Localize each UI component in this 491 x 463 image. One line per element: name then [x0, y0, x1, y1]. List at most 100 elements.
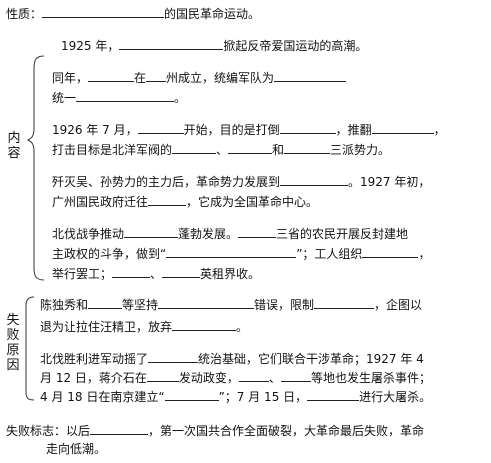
content-p4-line2: 广州国民政府迁往 ，它成为全国革命中心。 [52, 193, 318, 210]
text: 、 [216, 143, 229, 157]
blank[interactable] [76, 89, 175, 102]
blank[interactable] [164, 388, 219, 401]
text: 错误，限制 [254, 298, 315, 312]
text: 州成立，统编军队为 [166, 71, 275, 85]
content-p3-line2: 打击目标是北洋军阀的 、 和 三派势力。 [52, 141, 390, 158]
text: 歼灭吴、孙势力的主力后，革命势力发展到 [52, 175, 281, 189]
content-p1: 1925 年， 掀起反帝爱国运动的高潮。 [61, 37, 367, 54]
failure-sign-line1: 失败标志：以后 ，第一次国共合作全面破裂，大革命最后失败，革命 [6, 422, 424, 439]
blank[interactable] [112, 265, 151, 278]
text: 进行大屠杀。 [359, 390, 432, 404]
blank[interactable] [90, 422, 149, 435]
blank[interactable] [362, 245, 419, 258]
content-p2-line1: 同年， 在 州成立，统编军队为 [52, 69, 347, 86]
blank[interactable] [228, 141, 273, 154]
text: 统一 [52, 91, 77, 105]
text: 退为让拉住汪精卫，放弃 [40, 320, 173, 334]
text: ， [433, 123, 446, 137]
text: 4 月 18 日在南京建立“ [40, 390, 165, 404]
blank[interactable] [274, 69, 347, 82]
text: ，推翻 [335, 123, 372, 137]
failure-p2-line3: 4 月 18 日在南京建立“ ”；7 月 15 日， 进行大屠杀。 [40, 388, 431, 405]
blank[interactable] [148, 350, 199, 363]
content-p2-line2: 统一 。 [52, 89, 186, 106]
blank[interactable] [146, 69, 167, 82]
blank[interactable] [162, 265, 201, 278]
text: 。 [174, 91, 187, 105]
text: ，它成为全国革命中心。 [186, 195, 319, 209]
nature-label: 性质： [6, 7, 43, 21]
blank[interactable] [88, 296, 123, 309]
side-char: 失 [6, 313, 20, 328]
content-p5-line1: 北伐战争推动 蓬勃发展。 三省的农民开展反封建地 [52, 225, 408, 242]
text: 、 [268, 371, 281, 385]
text: ，企图以 [374, 298, 423, 312]
nature-suffix: 的国民革命运动。 [164, 7, 261, 21]
blank[interactable] [172, 318, 237, 331]
side-label-content: 内 容 [6, 131, 22, 161]
text: ”；7 月 15 日， [218, 390, 308, 404]
blank[interactable] [148, 193, 187, 206]
text: 月 12 日，蒋介石在 [40, 371, 147, 385]
blank[interactable] [238, 225, 277, 238]
text: 。 [236, 320, 249, 334]
nature-line: 性质： 的国民革命运动。 [6, 5, 260, 22]
text: 失败标志：以后 [6, 424, 91, 438]
blank[interactable] [137, 121, 184, 134]
content-p5-line3: 举行罢工； 、 英租界收。 [52, 265, 260, 282]
text: 陈独秀和 [40, 298, 89, 312]
blank[interactable] [172, 141, 217, 154]
text: 英租界收。 [200, 267, 261, 281]
text: ，第一次国共合作全面破裂，大革命最后失败，革命 [148, 424, 425, 438]
text: 1926 年 7 月， [52, 123, 138, 137]
text: 开始，目的是打倒 [183, 123, 280, 137]
blank[interactable] [307, 388, 360, 401]
side-char: 因 [6, 358, 20, 373]
text: 和 [272, 143, 285, 157]
side-char-rong: 容 [7, 146, 21, 161]
text: 、 [150, 267, 163, 281]
text: 同年， [52, 71, 89, 85]
text: 发动政变， [178, 371, 239, 385]
text: 三派势力。 [330, 143, 391, 157]
nature-blank[interactable] [42, 5, 165, 18]
content-p3-line1: 1926 年 7 月， 开始，目的是打倒 ，推翻 ， [52, 121, 446, 138]
blank[interactable] [124, 225, 179, 238]
blank[interactable] [88, 69, 135, 82]
side-label-failure: 失 败 原 因 [5, 313, 21, 373]
text: 走向低潮。 [46, 442, 107, 456]
text: 北伐战争推动 [52, 227, 125, 241]
text: 举行罢工； [52, 267, 113, 281]
text: ”；工人组织 [296, 247, 363, 261]
text: 蓬勃发展。 [178, 227, 239, 241]
text: 掀起反帝爱国运动的高潮。 [223, 39, 368, 53]
text: ， [418, 247, 431, 261]
text: 在 [134, 71, 147, 85]
blank[interactable] [166, 245, 297, 258]
blank[interactable] [238, 369, 269, 382]
blank[interactable] [314, 296, 375, 309]
failure-p1-line1: 陈独秀和 等坚持 错误，限制 ，企图以 [40, 296, 422, 313]
blank[interactable] [146, 369, 179, 382]
blank[interactable] [119, 37, 224, 50]
blank[interactable] [280, 173, 349, 186]
content-p4-line1: 歼灭吴、孙势力的主力后，革命势力发展到。1927 年初， [52, 173, 430, 190]
text: 北伐胜利进军动摇了 [40, 352, 149, 366]
content-p5-line2: 主政权的斗争，做到“”；工人组织， [52, 245, 430, 262]
blank[interactable] [158, 296, 255, 309]
failure-p2-line2: 月 12 日，蒋介石在 发动政变， 、 等地也发生屠杀事件； [40, 369, 431, 386]
text: 三省的农民开展反封建地 [276, 227, 409, 241]
text: 等地也发生屠杀事件； [310, 371, 431, 385]
blank[interactable] [284, 141, 331, 154]
text: 打击目标是北洋军阀的 [52, 143, 173, 157]
blank[interactable] [280, 369, 311, 382]
text: 等坚持 [122, 298, 159, 312]
side-char: 败 [6, 328, 20, 343]
side-char: 原 [6, 343, 20, 358]
text: 广州国民政府迁往 [52, 195, 149, 209]
failure-p1-line2: 退为让拉住汪精卫，放弃 。 [40, 318, 248, 335]
blank[interactable] [371, 121, 434, 134]
blank[interactable] [279, 121, 336, 134]
text: 1925 年， [61, 39, 120, 53]
